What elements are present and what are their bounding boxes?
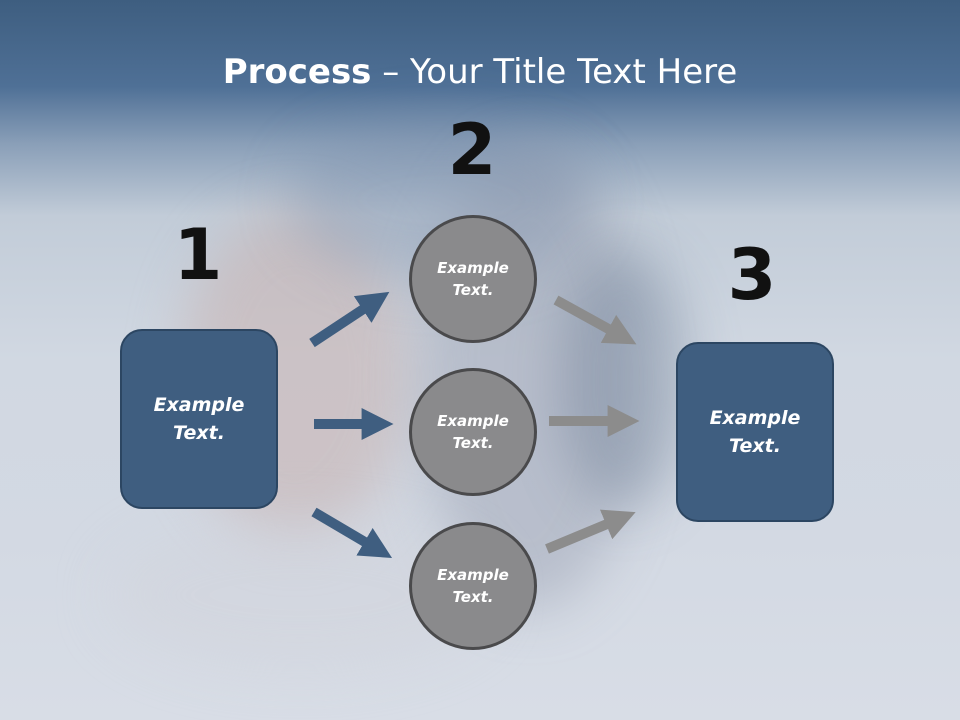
process-circle-middle-label: Example Text. <box>437 411 509 453</box>
step-number-2: 2 <box>447 109 497 191</box>
arrow-top-to-right <box>553 295 637 345</box>
background-photo-blur <box>560 250 690 510</box>
process-circle-middle: Example Text. <box>409 368 537 496</box>
arrow-left-to-top <box>309 291 390 348</box>
slide-title: Process – Your Title Text Here <box>0 52 960 92</box>
arrow-left-to-bottom <box>311 507 393 558</box>
step-number-1: 1 <box>173 214 223 296</box>
title-rest: – Your Title Text Here <box>371 52 738 92</box>
process-circle-top: Example Text. <box>409 215 537 343</box>
process-box-left: Example Text. <box>120 329 278 509</box>
arrow-bottom-to-right <box>545 509 636 554</box>
process-box-right-label: Example Text. <box>709 406 801 458</box>
title-bold: Process <box>222 52 372 92</box>
process-circle-bottom: Example Text. <box>409 522 537 650</box>
process-box-left-label: Example Text. <box>153 393 245 445</box>
process-circle-bottom-label: Example Text. <box>437 565 509 607</box>
process-box-right: Example Text. <box>676 342 834 522</box>
process-circle-top-label: Example Text. <box>437 258 509 300</box>
step-number-3: 3 <box>727 234 777 316</box>
